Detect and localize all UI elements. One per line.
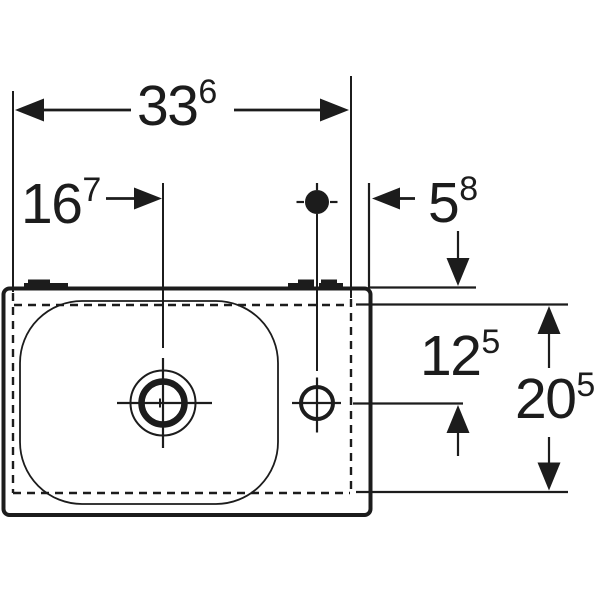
dimension-label-tap-offset: 58 (428, 172, 478, 232)
fixing-tab-right-b (319, 283, 343, 288)
arrowhead-up-tap-axis (446, 405, 470, 433)
dimension-superscript: 8 (459, 170, 479, 208)
arrowhead-tap-offset (372, 187, 400, 210)
arrowheads (15, 98, 561, 491)
arrowhead-drain-offset (134, 187, 162, 210)
washbasin-outer-rim (1, 286, 373, 517)
arrowhead-up-rear (537, 306, 561, 334)
fixing-tab-right-b-step (321, 279, 337, 284)
dimension-value: 12 (420, 324, 482, 388)
tap-hole-marker (296, 183, 338, 371)
basin-bowl-outline (19, 300, 279, 505)
dimension-label-total-width: 336 (137, 75, 217, 135)
arrowhead-total-width-left (15, 98, 44, 122)
fixing-tab-right-a-step (298, 279, 314, 284)
rear-fixing-tabs (24, 279, 343, 288)
dimension-superscript: 5 (481, 323, 501, 361)
dimension-label-drain-offset: 167 (21, 173, 101, 233)
tap-hole-crosshair (292, 377, 341, 433)
dimension-label-tap-depth: 125 (420, 325, 500, 385)
hidden-cabinet-outline (11, 293, 353, 495)
dimension-lines (12, 76, 568, 494)
arrowhead-down-front (537, 462, 561, 491)
bracket-rim-edge (367, 183, 476, 289)
dimension-superscript: 7 (82, 171, 102, 209)
arrowhead-down-rim-edge (446, 258, 470, 286)
tap-marker-dot (305, 190, 329, 214)
dimension-superscript: 6 (198, 73, 218, 111)
fixing-tab-right-a (288, 283, 314, 288)
drain-center-mark (158, 398, 170, 408)
drain-outlet (117, 358, 212, 448)
fixing-tab-left-step (28, 279, 50, 284)
arrowhead-total-width-right (320, 98, 349, 122)
fixing-tab-left (24, 283, 68, 288)
dimension-value: 20 (515, 367, 577, 431)
dimension-value: 33 (137, 74, 199, 138)
dimension-label-total-depth: 205 (515, 368, 595, 428)
dimension-value: 5 (428, 171, 460, 235)
tap-marker-ticks (296, 183, 338, 204)
dimension-value: 16 (21, 172, 83, 236)
tap-hole (292, 377, 341, 433)
dimension-superscript: 5 (576, 366, 596, 404)
